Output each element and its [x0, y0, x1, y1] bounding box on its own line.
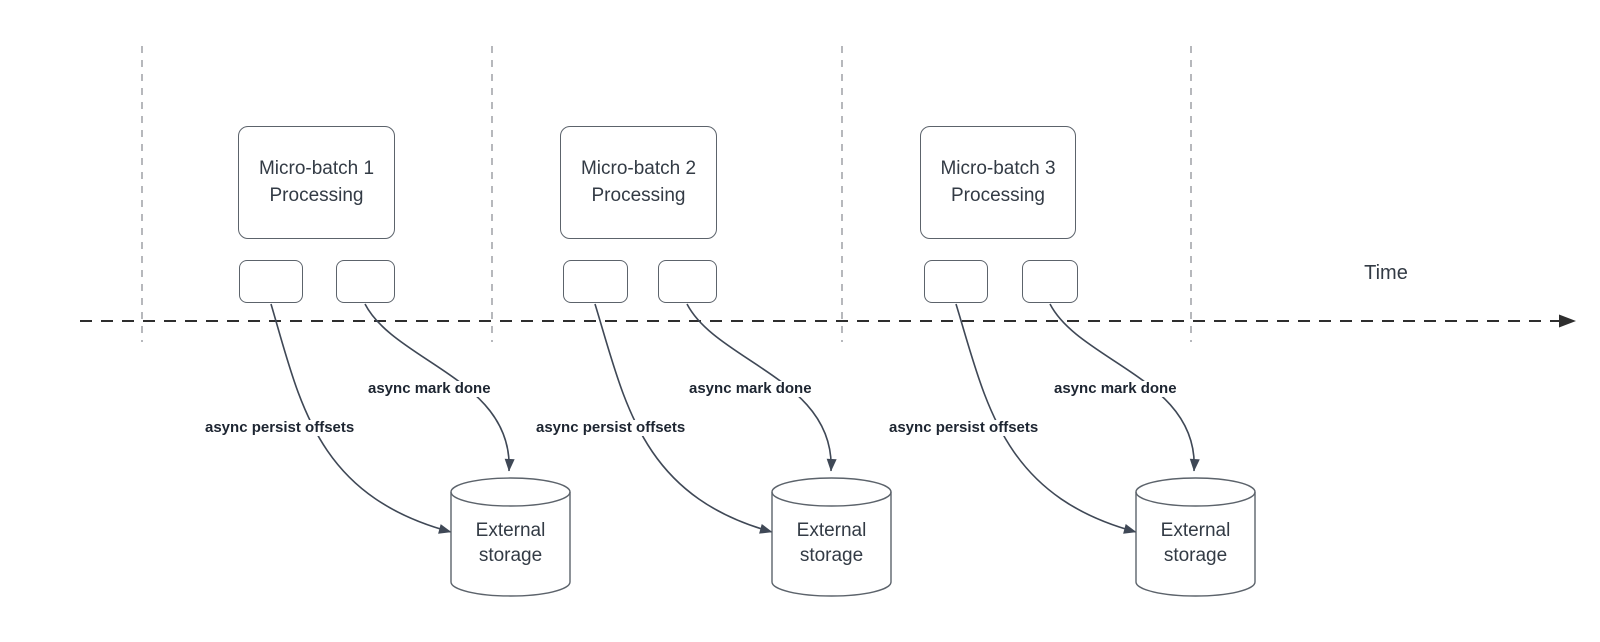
persist-offsets-arrow-1 [270, 303, 452, 534]
micro-batch-3-processing-box: Micro-batch 3 Processing [920, 126, 1076, 239]
mark-done-label-1: async mark done [365, 381, 494, 397]
persist-offsets-task-box-3 [924, 260, 988, 303]
micro-batch-2-processing-box: Micro-batch 2 Processing [560, 126, 717, 239]
persist-offsets-task-box-1 [239, 260, 303, 303]
mark-done-task-box-3 [1022, 260, 1078, 303]
persist-offsets-label-1: async persist offsets [202, 420, 358, 436]
persist-offsets-task-box-2 [563, 260, 628, 303]
micro-batch-1-processing-box: Micro-batch 1 Processing [238, 126, 395, 239]
mark-done-arrow-3 [1049, 303, 1200, 472]
persist-offsets-label-3: async persist offsets [886, 420, 1042, 436]
mark-done-task-box-1 [336, 260, 395, 303]
mark-done-task-box-2 [658, 260, 717, 303]
persist-offsets-arrow-3 [955, 303, 1137, 534]
mark-done-label-2: async mark done [686, 381, 815, 397]
persist-offsets-arrow-2 [594, 303, 773, 534]
mark-done-arrow-1 [364, 303, 515, 472]
time-label: Time [1364, 262, 1408, 284]
persist-offsets-label-2: async persist offsets [533, 420, 689, 436]
external-storage-cylinder-2 [771, 477, 892, 597]
external-storage-cylinder-3 [1135, 477, 1256, 597]
external-storage-cylinder-1 [450, 477, 571, 597]
mark-done-arrow-2 [686, 303, 837, 472]
mark-done-label-3: async mark done [1051, 381, 1180, 397]
